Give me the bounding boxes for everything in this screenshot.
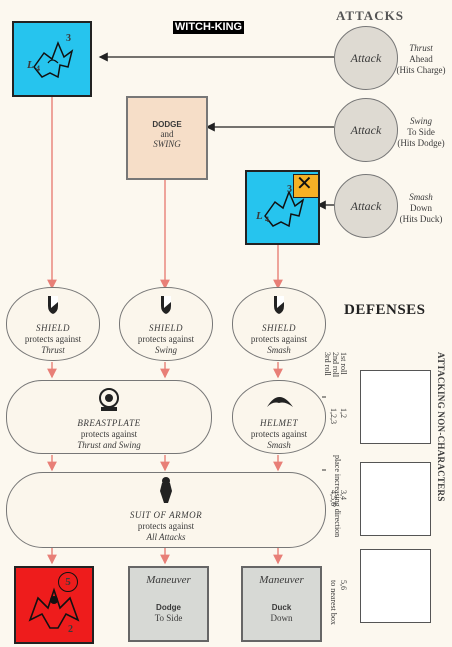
roll-values-a: 1,2 1,2,3 [329,408,348,424]
attack-desc-thrust: Thrust Ahead (Hits Charge) [396,43,446,75]
shield-defense-thrust[interactable]: SHIELD protects against Thrust [6,287,100,361]
attack-desc-swing: Swing To Side (Hits Dodge) [397,116,445,148]
maneuver-title: Maneuver [146,574,191,586]
roll-values-c: 5,6 to nearest box [329,580,348,625]
shield-icon [161,296,171,314]
winged-creature-icon [33,40,74,79]
maneuver-duck[interactable]: Maneuver Duck Down [241,566,322,642]
witch-king-counter-mid[interactable]: ✕ 3 L 4 [245,170,320,245]
breastplate-icon [99,388,119,411]
counter-sub: 4 [265,215,269,224]
suit-of-armor-defense[interactable]: SUIT OF ARMOR protects against All Attac… [6,472,326,548]
maneuver-dodge[interactable]: Maneuver Dodge To Side [128,566,209,642]
roll-box-2[interactable] [360,462,431,536]
roll-box-3[interactable] [360,549,431,623]
maneuver-title: Maneuver [259,574,304,586]
attack-circle-smash[interactable]: Attack [334,174,398,238]
roll-box-1[interactable] [360,370,431,444]
witch-king-counter-top[interactable]: 3 L 4 [12,21,92,97]
dodge-label: DODGE [152,120,182,129]
shield-defense-smash[interactable]: SHIELD protects against Smash [232,287,326,361]
attacks-heading: ATTACKS [336,8,404,23]
winged-creature-icon [264,189,305,228]
orange-marker [293,174,319,198]
attack-desc-smash: Smash Down (Hits Duck) [399,192,443,224]
x-mark-icon: ✕ [296,173,313,195]
counter-number: 3 [287,184,292,195]
attack-circle-swing[interactable]: Attack [334,98,398,162]
attack-circle-thrust[interactable]: Attack [334,26,398,90]
shield-icon [48,296,58,314]
shield-icon [274,296,284,314]
breastplate-defense[interactable]: BREASTPLATE protects against Thrust and … [6,380,212,454]
page-title: WITCH-KING [173,21,244,34]
defenses-heading: DEFENSES [344,302,426,318]
swing-label: SWING [153,139,181,149]
counter-letter: L [27,59,34,71]
dodge-swing-box[interactable]: DODGE and SWING [126,96,208,180]
winged-demon-icon [28,587,80,629]
helmet-defense[interactable]: HELMET protects against Smash [232,380,326,454]
counter-sub: 4 [36,64,40,73]
and-label: and [160,129,174,139]
roll-labels: 1st roll 2nd roll 3rd roll [323,352,348,378]
maneuver-line2: To Side [154,613,183,623]
maneuver-line2: Down [270,613,293,623]
helmet-icon [267,397,293,407]
counter-sub: 2 [68,624,73,635]
maneuver-line1: Duck [271,603,292,612]
shield-defense-swing[interactable]: SHIELD protects against Swing [119,287,213,361]
counter-letter: L [256,210,263,222]
counter-number: 5 [58,572,78,592]
maneuver-line1: Dodge [156,603,181,612]
roll-note-mid: place increasing direction [333,455,342,538]
armor-icon [160,477,172,503]
attacking-non-characters-label: ATTACKING NON-CHARACTERS [436,352,446,502]
counter-number: 3 [66,33,71,44]
red-creature-counter[interactable]: 5 2 [14,566,94,644]
